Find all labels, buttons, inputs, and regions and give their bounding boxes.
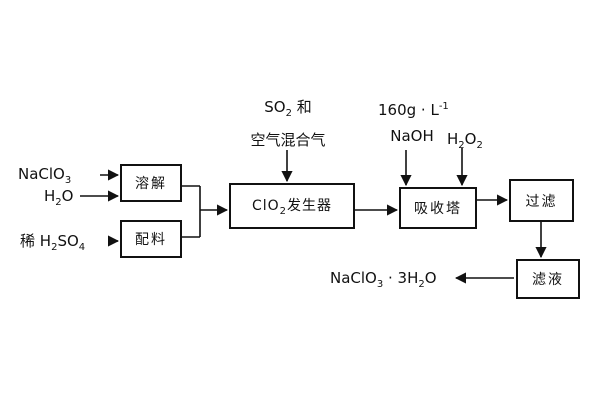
product-mid: · 3H: [383, 269, 419, 287]
box-clo2-generator-label: ClO2发生器: [252, 195, 332, 217]
box-filter: 过滤: [509, 179, 574, 222]
label-concentration: 160g · L-1: [378, 98, 449, 119]
label-naoh: NaOH: [390, 127, 434, 145]
acid-sub1: 2: [51, 242, 58, 253]
box-filtrate: 滤液: [516, 259, 580, 299]
h2o-prefix: H: [44, 187, 56, 205]
box-filter-label: 过滤: [525, 193, 558, 210]
label-air-mix: 空气混合气: [250, 131, 326, 149]
box-absorber: 吸收塔: [399, 187, 477, 229]
label-so2: SO2 和: [236, 98, 340, 123]
box-batching-label: 配料: [135, 232, 167, 248]
acid-prefix: 稀 H: [20, 232, 52, 250]
label-dilute-h2so4: 稀 H2SO4: [20, 232, 85, 257]
label-product: NaClO3 · 3H2O: [330, 269, 437, 294]
h2o-suffix: O: [61, 187, 74, 205]
label-h2o2: H2O2: [447, 130, 483, 155]
label-so2-air: SO2 和 空气混合气: [236, 98, 340, 149]
box-absorber-label: 吸收塔: [414, 201, 462, 217]
product-sub2: 2: [418, 279, 425, 290]
h2o2-sub2: 2: [476, 140, 483, 151]
acid-sub2: 4: [78, 242, 86, 253]
generator-subscript: 2: [279, 205, 288, 217]
box-dissolve: 溶解: [120, 164, 182, 202]
label-h2o: H2O: [44, 187, 73, 212]
generator-suffix: 发生器: [287, 198, 333, 215]
h2o2-mid: O: [464, 130, 477, 148]
box-dissolve-label: 溶解: [135, 176, 167, 192]
product-sub1: 3: [376, 279, 384, 290]
product-prefix: NaClO: [330, 269, 377, 287]
naclo3-text: NaClO: [18, 165, 65, 183]
h2o2-sub1: 2: [458, 140, 465, 151]
box-batching: 配料: [120, 220, 182, 258]
generator-formula: ClO: [251, 198, 280, 215]
box-filtrate-label: 滤液: [532, 272, 564, 288]
h2o-sub: 2: [55, 197, 62, 208]
h2o2-prefix: H: [447, 130, 459, 148]
label-naoh-solution: 160g · L-1 NaOH: [378, 98, 449, 145]
so2-suffix: 和: [291, 98, 312, 116]
conc-sup: -1: [438, 101, 449, 112]
acid-mid: SO: [57, 232, 79, 250]
so2-prefix: SO: [264, 98, 286, 116]
label-naclo3: NaClO3: [18, 165, 71, 190]
box-clo2-generator: ClO2发生器: [229, 183, 355, 229]
so2-sub: 2: [285, 108, 292, 119]
naclo3-sub: 3: [64, 175, 72, 186]
conc-text: 160g · L: [378, 101, 439, 119]
product-suffix: O: [424, 269, 437, 287]
